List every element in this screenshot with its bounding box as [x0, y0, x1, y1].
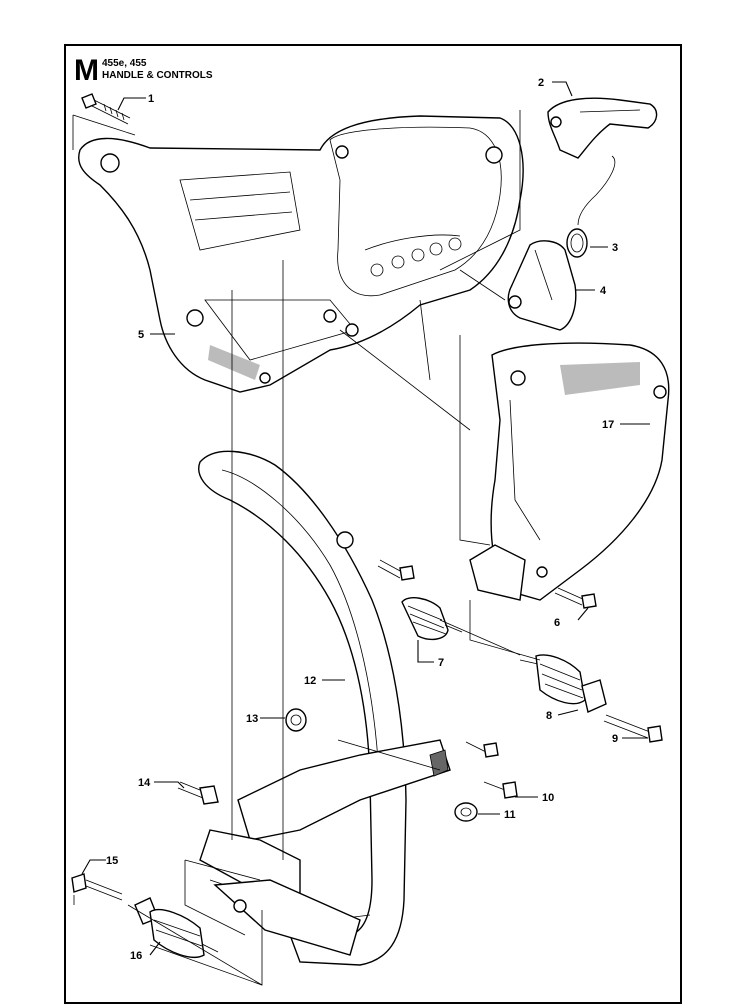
callout-1: 1: [148, 93, 154, 105]
part-17-cover: [469, 342, 670, 601]
callout-11: 11: [504, 809, 516, 821]
part-9-screw: [603, 714, 663, 743]
assembly-lines: [72, 110, 541, 986]
part-14-stud: [177, 781, 219, 805]
part-8-av-spring: [519, 654, 607, 713]
part-5-handle-housing: [78, 115, 524, 393]
callout-9: 9: [612, 733, 618, 745]
callout-12: 12: [304, 675, 316, 687]
part-16-av-spring: [134, 897, 219, 958]
part-3-spring: [566, 155, 616, 258]
part-15-screw: [71, 873, 123, 901]
callout-6: 6: [554, 617, 560, 629]
part-4-trigger: [507, 240, 577, 331]
part-10-screws: [465, 741, 518, 799]
callout-8: 8: [546, 710, 552, 722]
model-label: 455e, 455: [102, 58, 147, 69]
part-1-screw: [81, 93, 131, 125]
part-6-screw: [554, 587, 597, 609]
part-11-bushing: [454, 802, 478, 822]
part-7-av-spring: [401, 597, 463, 641]
callout-15: 15: [106, 855, 118, 867]
callout-16: 16: [130, 950, 142, 962]
diagram-frame: [64, 44, 682, 1004]
callout-3: 3: [612, 242, 618, 254]
callout-7: 7: [438, 657, 444, 669]
section-letter: M: [74, 54, 99, 87]
part-12-front-handle: [198, 450, 407, 966]
callout-13: 13: [246, 713, 258, 725]
screw-upper: [377, 559, 415, 581]
callout-2: 2: [538, 77, 544, 89]
lower-bracket: [199, 739, 451, 956]
callout-4: 4: [600, 285, 607, 297]
leader-lines: [81, 81, 650, 956]
callout-14: 14: [138, 777, 151, 789]
callout-17: 17: [602, 419, 614, 431]
part-2-lockout: [547, 97, 658, 159]
callout-10: 10: [542, 792, 554, 804]
part-13-bushing: [285, 708, 307, 732]
callout-5: 5: [138, 329, 144, 341]
diagram-title: HANDLE & CONTROLS: [102, 70, 213, 81]
